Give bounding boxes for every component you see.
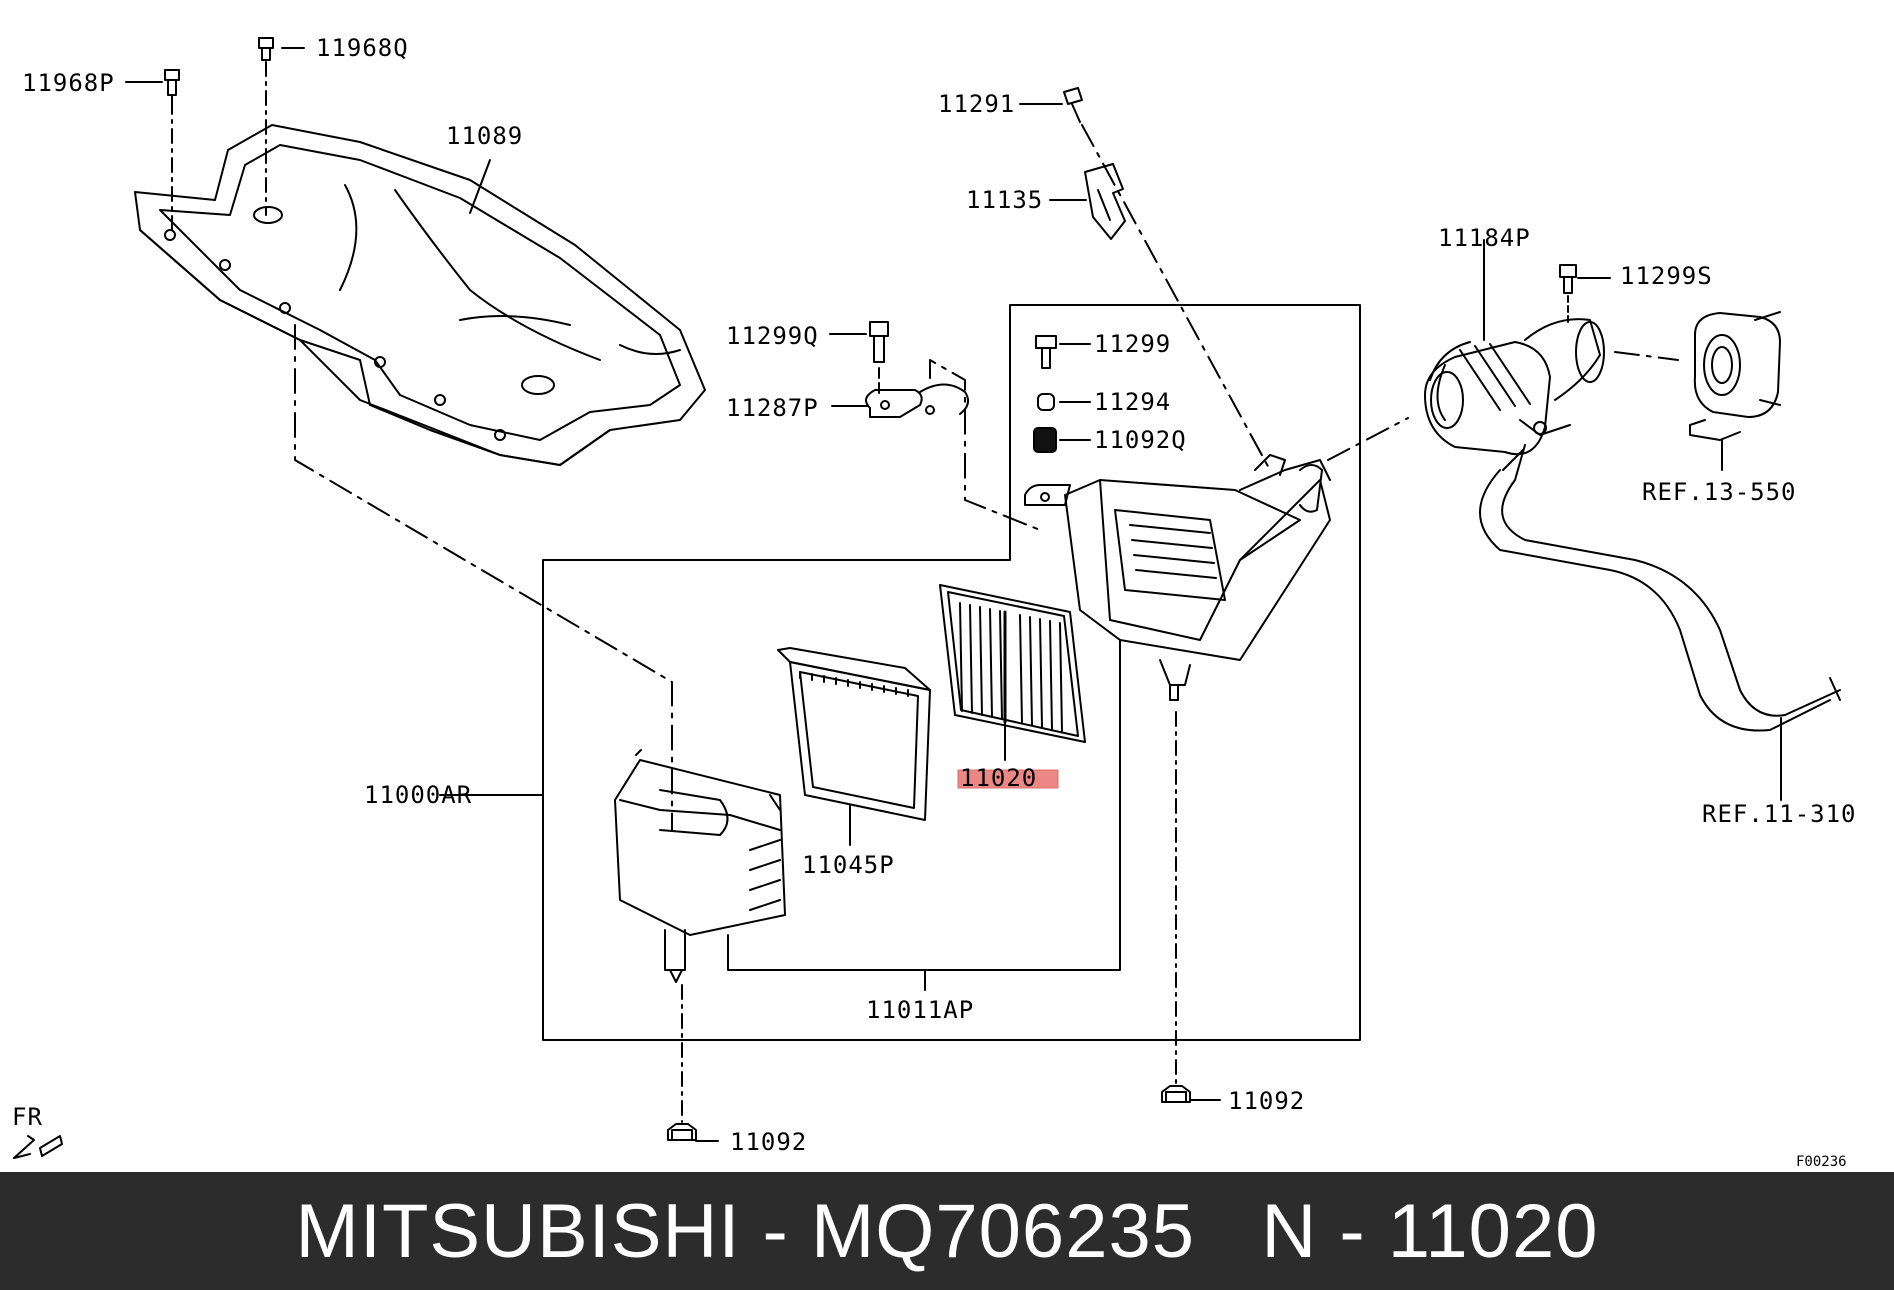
label-ref-11-310: REF.11-310 [1702, 800, 1857, 828]
label-11294: 11294 [1094, 388, 1171, 416]
bolt-11299S [1559, 264, 1577, 294]
air-cleaner-upper-housing [1024, 454, 1331, 701]
label-11135: 11135 [966, 186, 1043, 214]
label-11184P: 11184P [1438, 224, 1531, 252]
label-11291: 11291 [938, 90, 1015, 118]
nut-11092-left [667, 1123, 697, 1141]
sensor-11135 [1084, 163, 1126, 240]
bolt-11291 [1063, 87, 1083, 123]
label-11011AP: 11011AP [866, 996, 974, 1024]
label-11968Q: 11968Q [316, 34, 409, 62]
bracket-11287P [865, 383, 970, 418]
bolt-11968P [164, 69, 180, 101]
breather-hose [1479, 444, 1841, 732]
figure-code: F00236 [1796, 1154, 1847, 1170]
throttle-body [1689, 311, 1781, 441]
label-11299: 11299 [1094, 330, 1171, 358]
label-ref-13-550: REF.13-550 [1642, 478, 1797, 506]
label-11092Q: 11092Q [1094, 426, 1187, 454]
label-11968P: 11968P [22, 69, 115, 97]
footer-title: MITSUBISHI - MQ706235 N - 11020 [295, 1188, 1599, 1274]
label-11092-left: 11092 [730, 1128, 807, 1156]
footer-bar: MITSUBISHI - MQ706235 N - 11020 [0, 1172, 1894, 1290]
bolt-11299Q [869, 321, 889, 363]
nut-11092Q [1033, 427, 1057, 453]
engine-cover-part [134, 124, 706, 466]
label-fr: FR [12, 1103, 43, 1131]
label-11299Q: 11299Q [726, 322, 819, 350]
assembly-frame [542, 304, 1361, 1041]
part-highlight [957, 769, 1059, 789]
parts-diagram: 11968P 11968Q 11089 11291 11135 11184P 1… [12, 34, 1857, 1170]
label-11000AR: 11000AR [364, 781, 472, 809]
filter-element-11020 [939, 584, 1086, 743]
label-11287P: 11287P [726, 394, 819, 422]
label-11089: 11089 [446, 122, 523, 150]
label-11045P: 11045P [802, 851, 895, 879]
frame-11045P [777, 647, 931, 821]
bolt-11968Q [258, 37, 274, 61]
label-11020: 11020 [960, 764, 1037, 792]
label-11092-right: 11092 [1228, 1087, 1305, 1115]
intake-hose-11184P [1424, 318, 1605, 456]
air-cleaner-lower-housing [614, 749, 786, 983]
label-11299S: 11299S [1620, 262, 1713, 290]
nut-11092-right [1161, 1085, 1191, 1103]
grommet-11294 [1037, 393, 1055, 411]
bolt-11299 [1035, 335, 1057, 369]
